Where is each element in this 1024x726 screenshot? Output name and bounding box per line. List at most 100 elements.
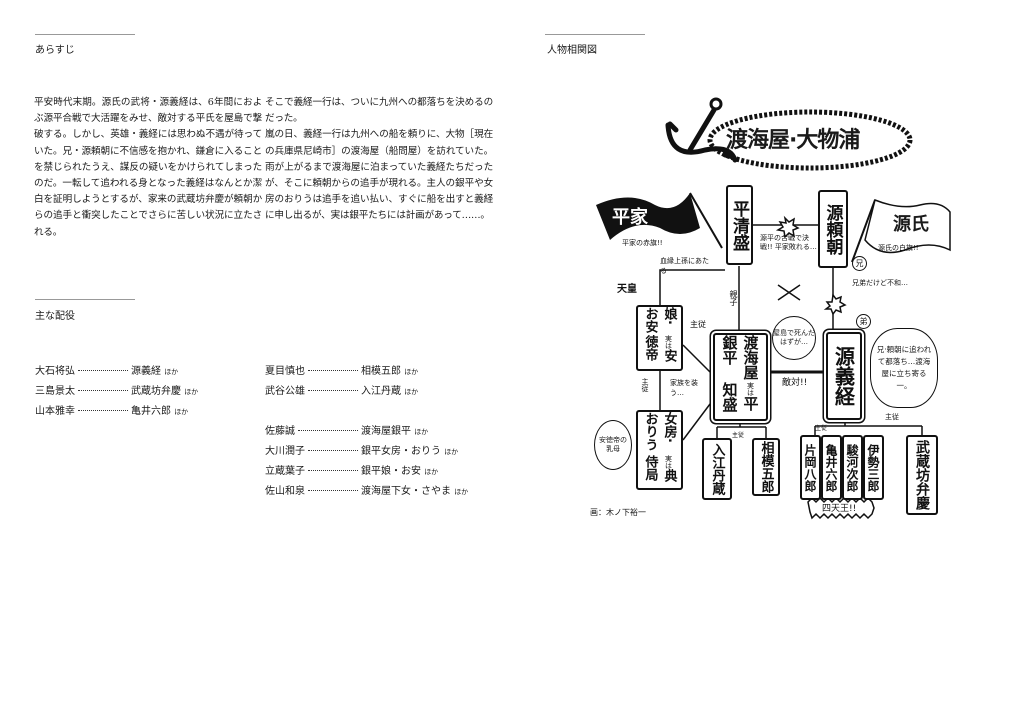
role: 源義経 [131, 366, 161, 377]
elder-brother-badge: 兄 [852, 256, 867, 271]
actually-label: 実は [746, 382, 755, 397]
suffix: ほか [174, 408, 189, 416]
character-benkei: 武蔵坊弁慶 [906, 435, 938, 515]
cast-row: 佐藤誠 渡海屋銀平 ほか [265, 422, 468, 442]
divider [35, 299, 135, 300]
actor: 山本雅幸 [35, 406, 75, 417]
character-oryu: 女房·おりう 実は典侍局 [636, 410, 683, 490]
role: 相模五郎 [361, 366, 401, 377]
cast-row: 佐山和泉 渡海屋下女・さやま ほか [265, 482, 468, 502]
role: 銀平女房・おりう [361, 446, 441, 457]
name: 渡海屋銀平 [720, 335, 760, 380]
synopsis-paragraph: 嵐の日、義経一行は九州への船を頼りに、大物［現在の兵庫県尼崎市］の渡海屋（船問屋… [265, 129, 493, 222]
genji-flag-icon [864, 198, 951, 254]
blood-note: 血縁上孫にあたる [660, 257, 709, 275]
heike-caption: 平家の赤旗!! [622, 239, 663, 247]
illustration-credit: 画：木ノ下裕一 [590, 508, 646, 517]
character-yoshitsune: 源義経 [826, 332, 862, 420]
actor: 佐藤誠 [265, 426, 295, 437]
suffix: ほか [444, 448, 459, 456]
master-servant-label: 主従 [815, 425, 828, 432]
role: 武蔵坊弁慶 [131, 386, 181, 397]
actor: 三島景太 [35, 386, 75, 397]
suffix: ほか [164, 368, 179, 376]
cast-row: 立蔵葉子 銀平娘・お安 ほか [265, 462, 468, 482]
genji-caption: 源氏の白旗!! [878, 244, 919, 252]
name: 娘·お安 [642, 307, 677, 333]
synopsis-column-1: 平安時代末期。源氏の武将・源義経は、6年間におよぶ源平合戦で大活躍をみせ、敵対す… [34, 97, 262, 238]
character-sagami: 相模五郎 [752, 438, 780, 496]
synopsis-column-2: そこで義経一行は、ついに九州への都落ちを決めるのだった。 嵐の日、義経一行は九州… [265, 95, 493, 225]
actually-label: 実は [664, 335, 673, 350]
true-identity: 安徳帝 [642, 335, 677, 363]
actor: 立蔵葉子 [265, 466, 305, 477]
character-ginpei: 渡海屋銀平 実は平知盛 [713, 333, 768, 421]
diagram-title: 渡海屋·大物浦 [726, 128, 860, 153]
synopsis-paragraph: そこで義経一行は、ついに九州への都落ちを決めるのだった。 [265, 97, 493, 125]
rope-icon [707, 109, 913, 171]
suffix: ほか [424, 468, 439, 476]
heike-flag-icon [596, 193, 700, 240]
actor: 夏目慎也 [265, 366, 305, 377]
nurse-bubble: 安徳帝の乳母 [594, 420, 632, 470]
cast-list-left: 大石将弘 源義経 ほか 三島景太 武蔵坊弁慶 ほか 山本雅幸 亀井六郎 ほか [35, 362, 198, 422]
character-irie: 入江丹蔵 [702, 438, 732, 500]
emperor-label: 天皇 [617, 284, 637, 295]
actor: 佐山和泉 [265, 486, 305, 497]
role: 入江丹蔵 [361, 386, 401, 397]
character-yoritomo: 源頼朝 [818, 190, 848, 268]
suffix: ほか [414, 428, 429, 436]
cast-row: 夏目慎也 相模五郎 ほか [265, 362, 418, 382]
actor: 武谷公雄 [265, 386, 305, 397]
cast-row: 三島景太 武蔵坊弁慶 ほか [35, 382, 198, 402]
battle-note: 源平の合戦で決戦!! 平家敗れる… [760, 234, 817, 251]
cast-list-right-bottom: 佐藤誠 渡海屋銀平 ほか 大川潤子銀平女房・おりう ほか 立蔵葉子 銀平娘・お安 ほ… [265, 422, 468, 502]
banner-icon [807, 496, 875, 520]
younger-brother-badge: 弟 [856, 314, 871, 329]
yoshitsune-bubble: 兄·頼朝に追われて都落ち…渡海屋に立ち寄る一。 [870, 328, 938, 408]
role: 渡海屋下女・さやま [361, 486, 451, 497]
role: 渡海屋銀平 [361, 426, 411, 437]
name: 女房·おりう [642, 412, 677, 451]
divider [545, 34, 645, 35]
character-oyasu: 娘·お安 実は安徳帝 [636, 305, 683, 371]
hostile-label: 敵対!! [782, 378, 808, 388]
yashima-bubble: 屋島で死んだはずが… [772, 316, 816, 360]
cast-row: 大川潤子銀平女房・おりう ほか [265, 442, 468, 462]
character-kamei: 亀井六郎 [821, 435, 842, 500]
character-kataoka: 片岡八郎 [800, 435, 821, 500]
diagram-heading: 人物相関図 [547, 45, 597, 56]
cast-row: 大石将弘 源義経 ほか [35, 362, 198, 382]
master-servant-label: 主従 [641, 378, 649, 392]
cast-row: 山本雅幸 亀井六郎 ほか [35, 402, 198, 422]
synopsis-heading: あらすじ [35, 45, 75, 56]
shitenno-label: 四天王!! [822, 504, 857, 514]
cast-list-right-top: 夏目慎也 相模五郎 ほか 武谷公雄 入江丹蔵 ほか [265, 362, 418, 402]
character-ise: 伊勢三郎 [863, 435, 884, 500]
role: 銀平娘・お安 [361, 466, 421, 477]
suffix: ほか [404, 368, 419, 376]
heike-flag-label: 平家 [612, 207, 648, 228]
role: 亀井六郎 [131, 406, 171, 417]
true-identity: 平知盛 [720, 382, 760, 413]
anchor-icon [665, 97, 738, 163]
burst-icon [823, 293, 847, 316]
genji-flag-label: 源氏 [893, 214, 929, 235]
cast-row: 武谷公雄入江丹蔵 ほか [265, 382, 418, 402]
true-identity: 典侍局 [642, 455, 677, 483]
actor: 大石将弘 [35, 366, 75, 377]
actually-label: 実は [664, 455, 673, 470]
burst-icon [775, 215, 800, 239]
suffix: ほか [184, 388, 199, 396]
master-servant-label: 主従 [732, 432, 745, 439]
suffix: ほか [454, 488, 469, 496]
character-kiyomori: 平清盛 [726, 185, 753, 265]
brothers-note: 兄弟だけど不和… [852, 279, 908, 287]
divider [35, 34, 135, 35]
family-note: 家族を装う… [670, 379, 698, 397]
cast-heading: 主な配役 [35, 311, 75, 322]
master-servant-label: 主従 [690, 320, 706, 329]
character-suruga: 駿河次郎 [842, 435, 863, 500]
master-servant-label: 主従 [885, 413, 899, 421]
